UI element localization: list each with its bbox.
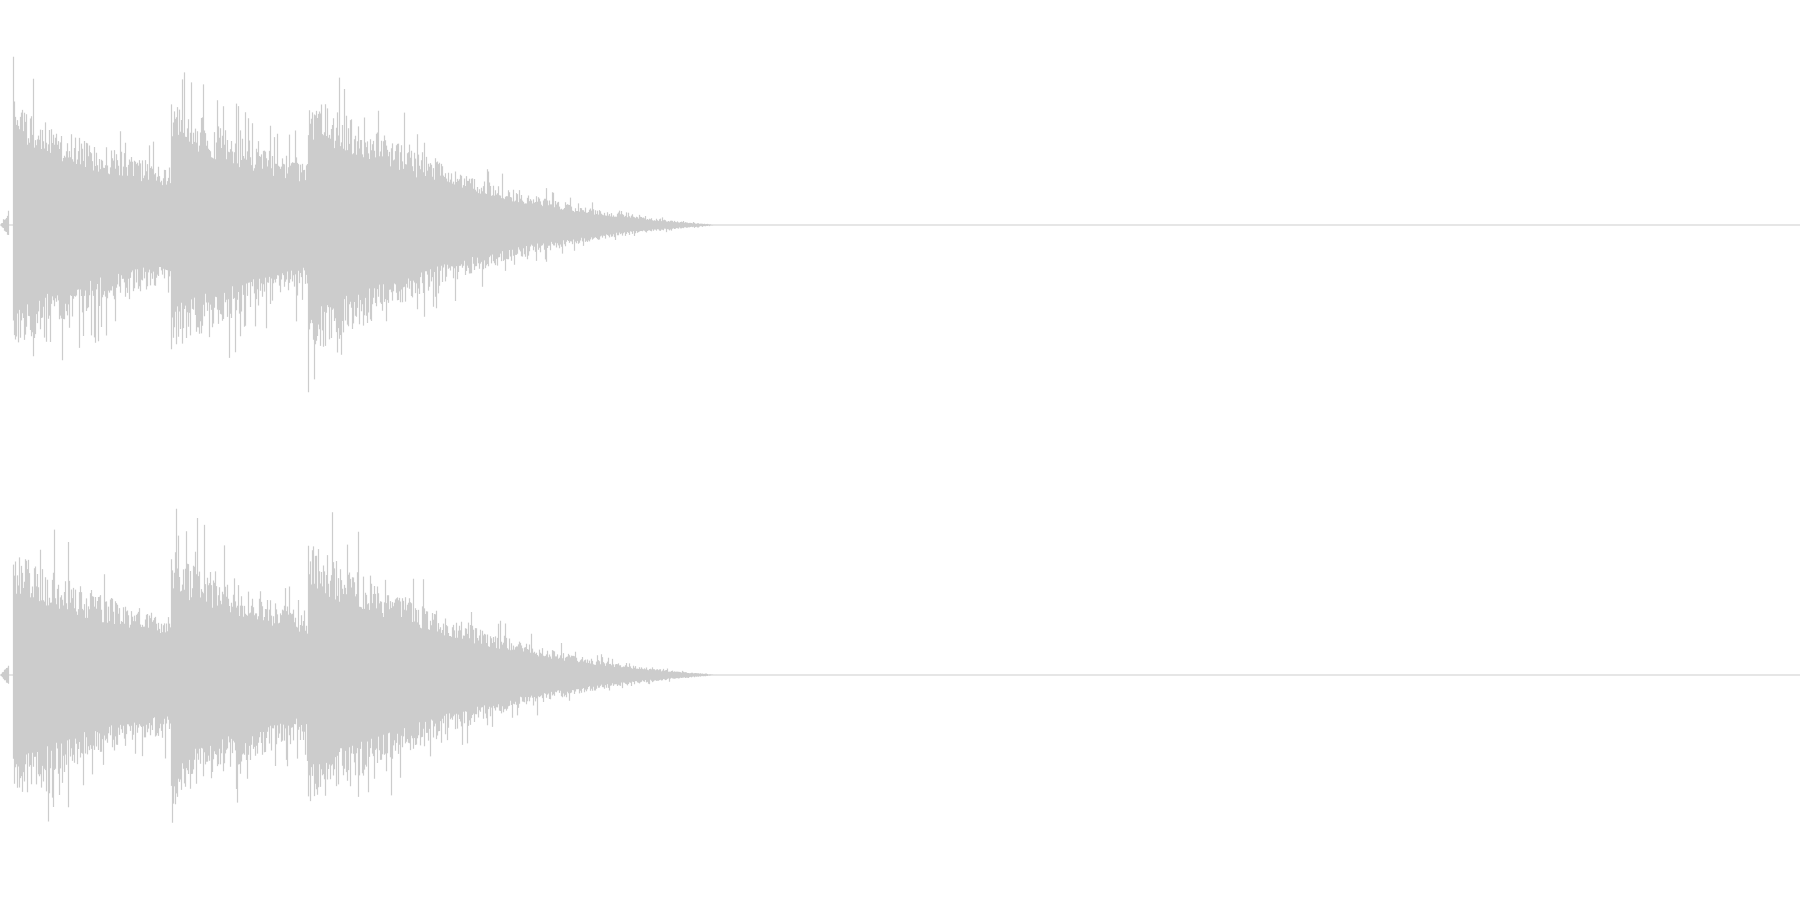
waveform-trace	[0, 56, 718, 393]
waveform-trace	[0, 508, 718, 823]
channel-right-svg	[0, 450, 1800, 900]
channel-right-waveform[interactable]	[0, 450, 1800, 900]
channel-left-svg	[0, 56, 1800, 393]
channel-left-waveform[interactable]	[0, 0, 1800, 450]
